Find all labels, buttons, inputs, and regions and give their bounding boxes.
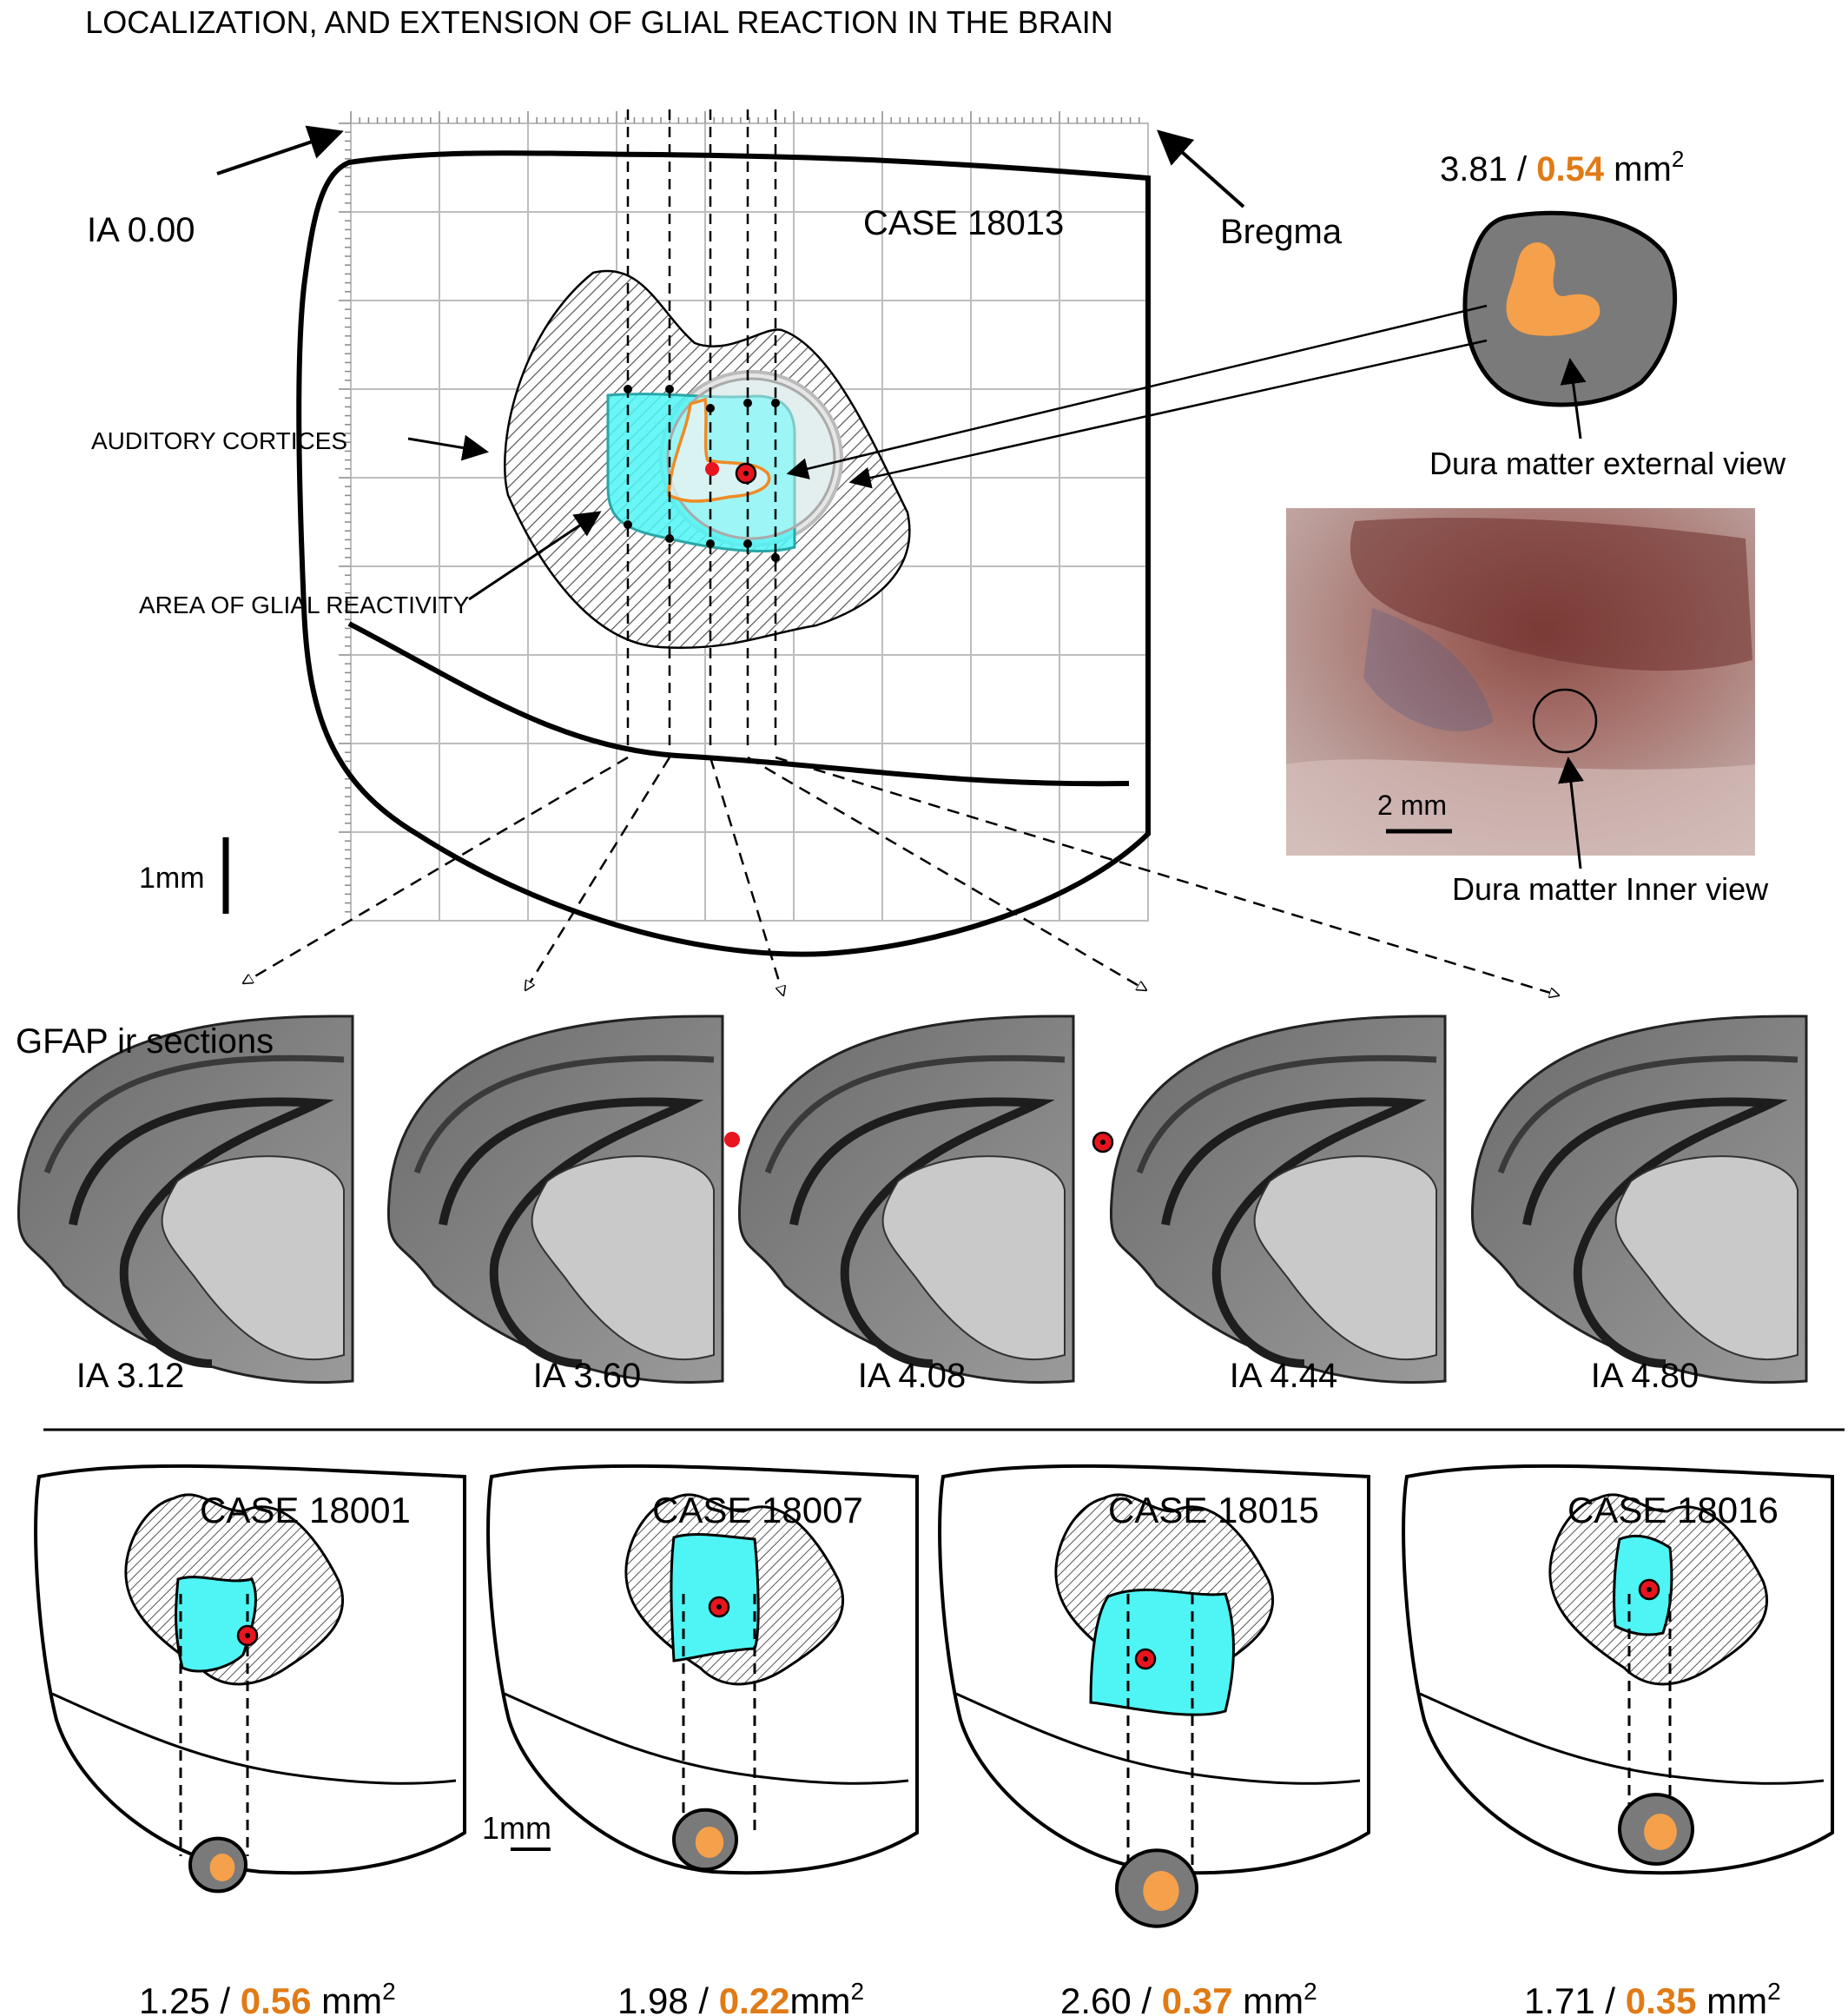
section-white-matter bbox=[413, 1054, 715, 1174]
rhinal-fissure-line bbox=[347, 621, 1130, 787]
dura-inner-caption: Dura matter Inner view bbox=[1452, 871, 1769, 907]
case-area-label: 2.60 / 0.37 mm2 bbox=[1060, 1978, 1317, 2016]
other-cases: CASE 18001 1.25 / 0.56 mm2 CASE 18007 1.98 … bbox=[34, 1464, 1834, 2016]
gfap-section bbox=[738, 1015, 1075, 1385]
implant-site-center-dot bbox=[743, 471, 749, 476]
recording-site-marker bbox=[705, 462, 719, 476]
section-label: IA 4.08 bbox=[858, 1357, 967, 1395]
projection-line-lower bbox=[848, 339, 1488, 489]
section-projection-arrows bbox=[243, 756, 1559, 995]
bregma-arrow bbox=[1157, 129, 1245, 208]
auditory-cortices-label: AUDITORY CORTICES bbox=[91, 427, 347, 454]
case-name: CASE 18016 bbox=[1568, 1490, 1779, 1530]
brain-outline bbox=[296, 150, 1151, 957]
case-area-label: 1.71 / 0.35 mm2 bbox=[1524, 1978, 1781, 2016]
gfap-section bbox=[1110, 1015, 1447, 1385]
section-marker bbox=[724, 1132, 740, 1147]
photo-blue-region bbox=[1363, 608, 1494, 731]
case-glial-area bbox=[175, 1576, 258, 1673]
bregma-label: Bregma bbox=[1220, 213, 1343, 251]
projection-line-upper bbox=[786, 304, 1488, 479]
section-marker-ring-center bbox=[1100, 1140, 1106, 1145]
section-hippocampus bbox=[1522, 1097, 1788, 1368]
section-hippocampus bbox=[439, 1097, 704, 1368]
section-label: IA 4.44 bbox=[1230, 1357, 1338, 1395]
case-name: CASE 18015 bbox=[1108, 1490, 1319, 1530]
scale-label-1mm: 1mm bbox=[139, 862, 205, 895]
case-rhinal-line bbox=[504, 1692, 909, 1785]
section-thalamus bbox=[531, 1155, 715, 1361]
photo-dark-region bbox=[1350, 518, 1752, 671]
section-white-matter bbox=[43, 1054, 345, 1174]
ia-origin-label: IA 0.00 bbox=[87, 211, 195, 249]
case-panel: CASE 18015 2.60 / 0.37 mm2 bbox=[938, 1464, 1370, 2016]
case-implant-marker-center bbox=[245, 1633, 250, 1638]
cases-scale-label: 1mm bbox=[482, 1810, 551, 1846]
case-glial-area bbox=[1089, 1588, 1235, 1716]
section-hippocampus bbox=[69, 1097, 334, 1368]
dura-external-caption-arrow bbox=[1560, 358, 1587, 440]
photo-light-region bbox=[1286, 759, 1755, 856]
gfap-section bbox=[17, 1015, 354, 1385]
dura-inner-caption-arrow bbox=[1558, 757, 1584, 869]
case-rhinal-line bbox=[955, 1692, 1361, 1785]
section-lines bbox=[626, 109, 777, 747]
section-thalamus bbox=[881, 1155, 1066, 1361]
case-dura-orange-area bbox=[209, 1854, 235, 1881]
section-thalamus bbox=[161, 1155, 345, 1361]
glial-reactivity-label: AREA OF GLIAL REACTIVITY bbox=[139, 592, 469, 618]
figure-title: LOCALIZATION, AND EXTENSION OF GLIAL REA… bbox=[85, 4, 1113, 40]
main-case-label: CASE 18013 bbox=[863, 204, 1064, 242]
ia-origin-arrow bbox=[216, 125, 344, 175]
auditory-label-arrow bbox=[407, 434, 489, 461]
section-label: IA 3.12 bbox=[76, 1357, 185, 1395]
case-panel: CASE 18007 1.98 / 0.22mm2 bbox=[486, 1464, 919, 2016]
dura-inner-panel: 2 mm Dura matter Inner view bbox=[1286, 508, 1769, 907]
case-brain-outline bbox=[1402, 1464, 1834, 1875]
case-area-label: 1.25 / 0.56 mm2 bbox=[139, 1978, 396, 2016]
section-hippocampus bbox=[789, 1097, 1055, 1368]
section-label: IA 3.60 bbox=[533, 1357, 642, 1395]
case-dura-orange-area bbox=[695, 1827, 724, 1858]
section-points bbox=[624, 385, 780, 562]
main-map: IA 0.00 Bregma CASE 18013 AUDITORY CORTI… bbox=[87, 109, 1559, 995]
case-panel: CASE 18001 1.25 / 0.56 mm2 bbox=[34, 1464, 466, 2016]
case-rhinal-line bbox=[1419, 1692, 1825, 1785]
dura-inner-highlight-circle bbox=[1532, 688, 1598, 754]
case-rhinal-line bbox=[51, 1692, 457, 1785]
dura-external-area: 3.81 / 0.54 mm2 bbox=[1440, 146, 1684, 188]
case-name: CASE 18007 bbox=[652, 1490, 863, 1530]
sections-title: GFAP ir sections bbox=[16, 1022, 274, 1061]
case-panel: CASE 18016 1.71 / 0.35 mm2 bbox=[1402, 1464, 1834, 2016]
dura-external-orange-area bbox=[1506, 242, 1600, 336]
case-implant-marker-center bbox=[1647, 1587, 1652, 1592]
case-dura-orange-area bbox=[1143, 1871, 1179, 1911]
case-area-label: 1.98 / 0.22mm2 bbox=[617, 1978, 864, 2016]
case-brain-outline bbox=[486, 1464, 919, 1875]
dura-external-panel: 3.81 / 0.54 mm2 Dura matter external vie… bbox=[786, 146, 1786, 489]
section-white-matter bbox=[1497, 1054, 1798, 1174]
section-white-matter bbox=[764, 1054, 1066, 1174]
case-dura-orange-area bbox=[1644, 1814, 1677, 1850]
section-hippocampus bbox=[1161, 1097, 1427, 1368]
section-white-matter bbox=[1136, 1054, 1437, 1174]
section-thalamus bbox=[1614, 1155, 1798, 1361]
glial-label-arrow bbox=[468, 511, 602, 601]
case-brain-outline bbox=[34, 1464, 466, 1875]
gfap-section bbox=[387, 1015, 724, 1385]
ruler-ticks bbox=[339, 111, 1140, 913]
gfap-section bbox=[1471, 1015, 1808, 1385]
gfap-sections: IA 3.12 IA 3.60 IA 4.08 IA 4.44 IA 4.80 bbox=[17, 1015, 1808, 1395]
case-name: CASE 18001 bbox=[200, 1490, 411, 1530]
case-implant-marker-center bbox=[1143, 1656, 1148, 1662]
case-implant-marker-center bbox=[716, 1604, 722, 1609]
section-thalamus bbox=[1253, 1155, 1437, 1361]
dura-external-caption: Dura matter external view bbox=[1429, 446, 1786, 481]
photo-scale-label: 2 mm bbox=[1377, 790, 1447, 821]
section-label: IA 4.80 bbox=[1591, 1357, 1700, 1395]
